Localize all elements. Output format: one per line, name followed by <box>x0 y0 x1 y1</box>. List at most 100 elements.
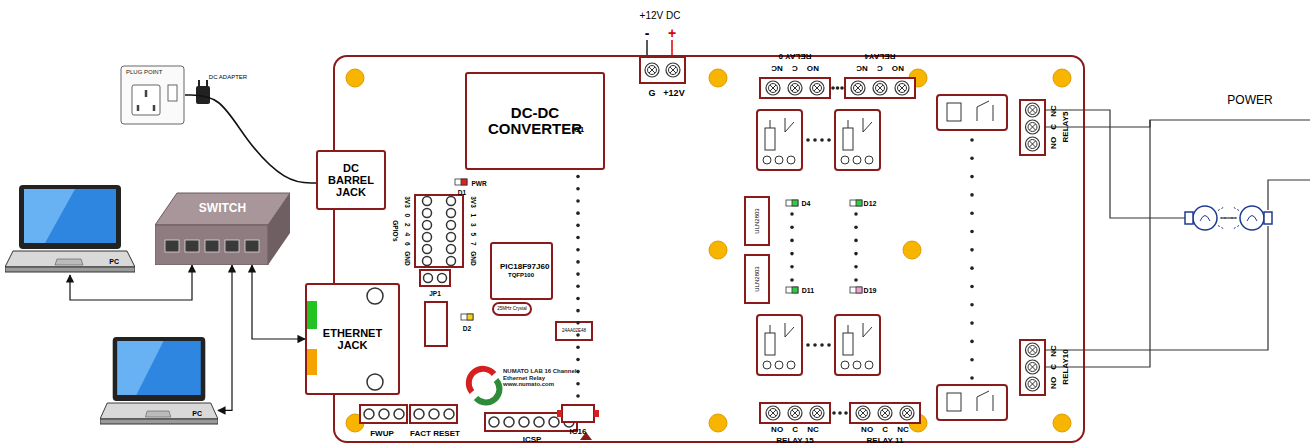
continuation-dot <box>576 175 580 179</box>
gpio-header <box>415 195 463 267</box>
light-ray <box>1234 208 1239 211</box>
part-label: - <box>645 26 650 40</box>
screw-slot <box>1030 141 1036 147</box>
mounting-hole <box>709 414 727 432</box>
screw-slot <box>1030 124 1036 130</box>
pin-header <box>360 405 407 423</box>
crystal <box>493 303 531 315</box>
part-label: G <box>648 89 655 98</box>
part-label: ULN2803 <box>754 266 760 291</box>
node-label: SWITCH <box>199 202 246 215</box>
screw-head <box>903 409 912 418</box>
pc-laptop: PC <box>100 335 218 427</box>
part-label: + <box>668 26 676 40</box>
header-pin <box>379 409 389 419</box>
link-led <box>307 301 317 329</box>
node-label: PC <box>192 410 202 418</box>
continuation-dot <box>854 212 858 216</box>
continuation-dot <box>576 333 580 337</box>
part-label: NO C NC <box>1050 345 1058 389</box>
screw-head <box>791 409 800 418</box>
relay-coil <box>765 128 775 150</box>
part-label: FACT RESET <box>410 430 460 438</box>
screw-head <box>1028 140 1037 149</box>
screw-slot <box>792 85 798 91</box>
relay-board: NUMATO LAB 16 Channel Ethernet Relay www… <box>333 55 1085 443</box>
converter-box: DC-DC CONVERTER <box>465 72 605 170</box>
relay-pin <box>775 156 783 164</box>
relay-coil <box>947 103 961 121</box>
continuation-dot <box>813 343 817 347</box>
led-color <box>856 200 862 206</box>
continuation-dot <box>790 212 794 216</box>
screw <box>873 81 887 95</box>
switch-port <box>165 240 179 252</box>
laptop-screen <box>117 341 201 395</box>
screw-slot <box>1030 347 1036 353</box>
power-cable <box>185 95 316 183</box>
screw-slot <box>770 410 776 416</box>
continuation-dot <box>576 236 580 240</box>
switch-port <box>245 240 259 252</box>
led-color <box>467 314 473 320</box>
mounting-hole <box>1053 414 1071 432</box>
board-fill <box>333 55 1085 443</box>
part-label: D19 <box>864 287 877 294</box>
screw-slot <box>860 410 866 416</box>
led-color <box>856 287 862 293</box>
continuation-dot <box>840 86 844 90</box>
relay-symbol <box>757 315 802 375</box>
screw-head <box>1028 363 1037 372</box>
led-color <box>461 179 467 185</box>
bulb-base <box>1264 212 1272 224</box>
screw-head <box>648 66 657 75</box>
adapter-prongs <box>199 80 207 86</box>
part-label: FWUP <box>370 430 394 438</box>
screw-slot <box>1030 381 1036 387</box>
header-pin <box>429 409 439 419</box>
touchpad <box>55 259 83 265</box>
part-label: +12V DC <box>640 11 681 21</box>
part-label: RELAY 11 <box>867 437 904 445</box>
continuation-dot <box>576 309 580 313</box>
relay-coil <box>843 333 853 355</box>
wire <box>1268 180 1310 210</box>
relay-symbol <box>835 315 880 375</box>
screw-head <box>791 84 800 93</box>
screw-slot <box>814 410 820 416</box>
continuation-dot <box>970 321 974 325</box>
wire <box>1045 110 1190 218</box>
screw-slot <box>904 410 910 416</box>
led-color <box>792 287 798 293</box>
continuation-dot <box>576 248 580 252</box>
led <box>786 287 798 293</box>
light-ray <box>1218 208 1223 211</box>
relay-symbol <box>937 385 1007 420</box>
relay-pin <box>841 156 849 164</box>
header-pin <box>447 197 456 206</box>
header-pin <box>394 409 404 419</box>
opto-lead <box>594 410 599 417</box>
laptop-edge <box>5 267 135 272</box>
part-label: IC1 <box>572 126 584 134</box>
mounting-hole <box>903 241 921 259</box>
terminal-block <box>845 78 915 98</box>
part-label: NO C NC <box>771 64 819 72</box>
relay-symbol <box>937 95 1007 130</box>
screw-slot <box>649 67 655 73</box>
relay-contact <box>977 391 993 411</box>
part-label: D1 <box>458 190 466 197</box>
relay-contact <box>848 118 872 132</box>
screw-head <box>1028 106 1037 115</box>
header-pin <box>424 274 433 283</box>
relay-coil <box>947 393 961 411</box>
relay-pin <box>853 361 861 369</box>
ethernet-jack: ETHERNET JACK <box>305 283 400 395</box>
laptop-edge <box>100 419 218 424</box>
switch-front <box>155 225 268 265</box>
light-ray <box>1234 226 1239 229</box>
screw-slot <box>877 85 883 91</box>
led <box>461 314 473 320</box>
continuation-dot <box>790 265 794 269</box>
node-label: DC BARREL JACK <box>326 162 376 198</box>
